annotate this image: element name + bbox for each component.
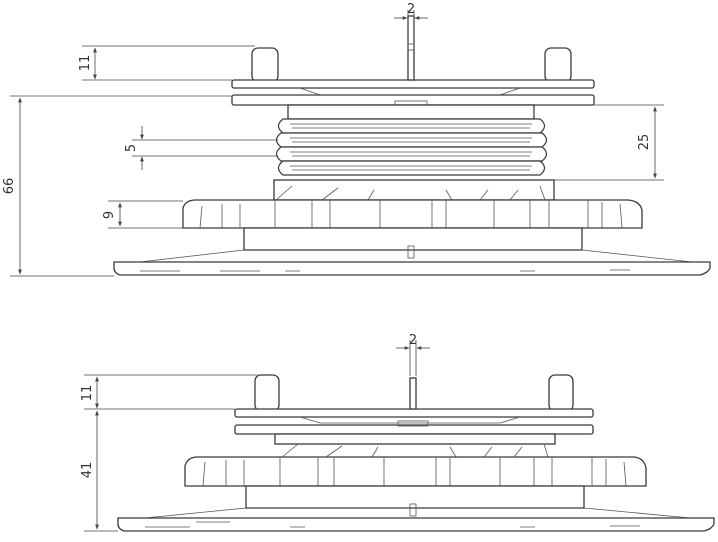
dimension-labels-bottom: 2 11 41 [80,333,417,478]
label-thread-height: 25 [637,134,652,151]
dimensions-bottom [84,340,430,532]
label-total-height-top: 66 [2,178,17,195]
label-tab-width-top: 2 [407,2,415,17]
head-plate [231,15,595,107]
pedestal-tall [113,15,711,276]
dimension-labels-top: 2 11 66 5 25 9 [2,2,652,219]
dimensions-top [10,10,664,277]
threaded-column [273,104,555,201]
label-base-rim-height: 9 [102,211,117,219]
label-thread-pitch: 5 [124,144,139,152]
label-tab-height-bottom: 11 [80,385,95,402]
pedestal-short [117,374,715,532]
head-plate-short [234,374,594,435]
label-tab-height-top: 11 [78,55,93,72]
label-tab-width-bottom: 2 [409,333,417,348]
base-shell [113,185,711,276]
base-shell-short [117,433,715,532]
label-total-height-bottom: 41 [80,462,95,479]
